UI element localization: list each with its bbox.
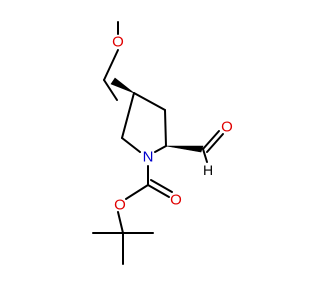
molecule-drawing: O N O H O O xyxy=(92,21,233,265)
bond-c4-c3 xyxy=(133,92,166,111)
bond-c2-n xyxy=(154,145,167,153)
atom-ester-o-single: O xyxy=(114,197,126,214)
wedge-c4-ch2 xyxy=(110,77,135,94)
atom-ring-n: N xyxy=(143,149,154,166)
wedge-c2-cho xyxy=(165,145,204,153)
atom-aldehyde-o: O xyxy=(221,119,233,136)
bond-carbonyl-o-double-1 xyxy=(147,184,170,198)
atom-ester-o-double: O xyxy=(170,192,182,209)
atom-methoxy-o: O xyxy=(112,34,124,51)
bond-carbonyl-o-single xyxy=(125,184,149,200)
bond-ch2-c4 xyxy=(103,79,118,101)
bond-carbonyl-o-double-2 xyxy=(150,179,173,193)
bond-c3-c2 xyxy=(164,109,167,147)
structure-canvas: O N O H O O xyxy=(92,21,233,265)
bond-cho-o-1 xyxy=(202,130,220,150)
atom-aldehyde-h: H xyxy=(203,162,213,178)
bond-o-tbu xyxy=(117,211,124,234)
bond-cho-o-2 xyxy=(206,133,224,153)
bond-n-c5 xyxy=(121,137,141,153)
bond-c5-c4 xyxy=(121,92,135,139)
bond-o-ch2 xyxy=(103,49,119,81)
bond-cho-h xyxy=(202,148,208,163)
